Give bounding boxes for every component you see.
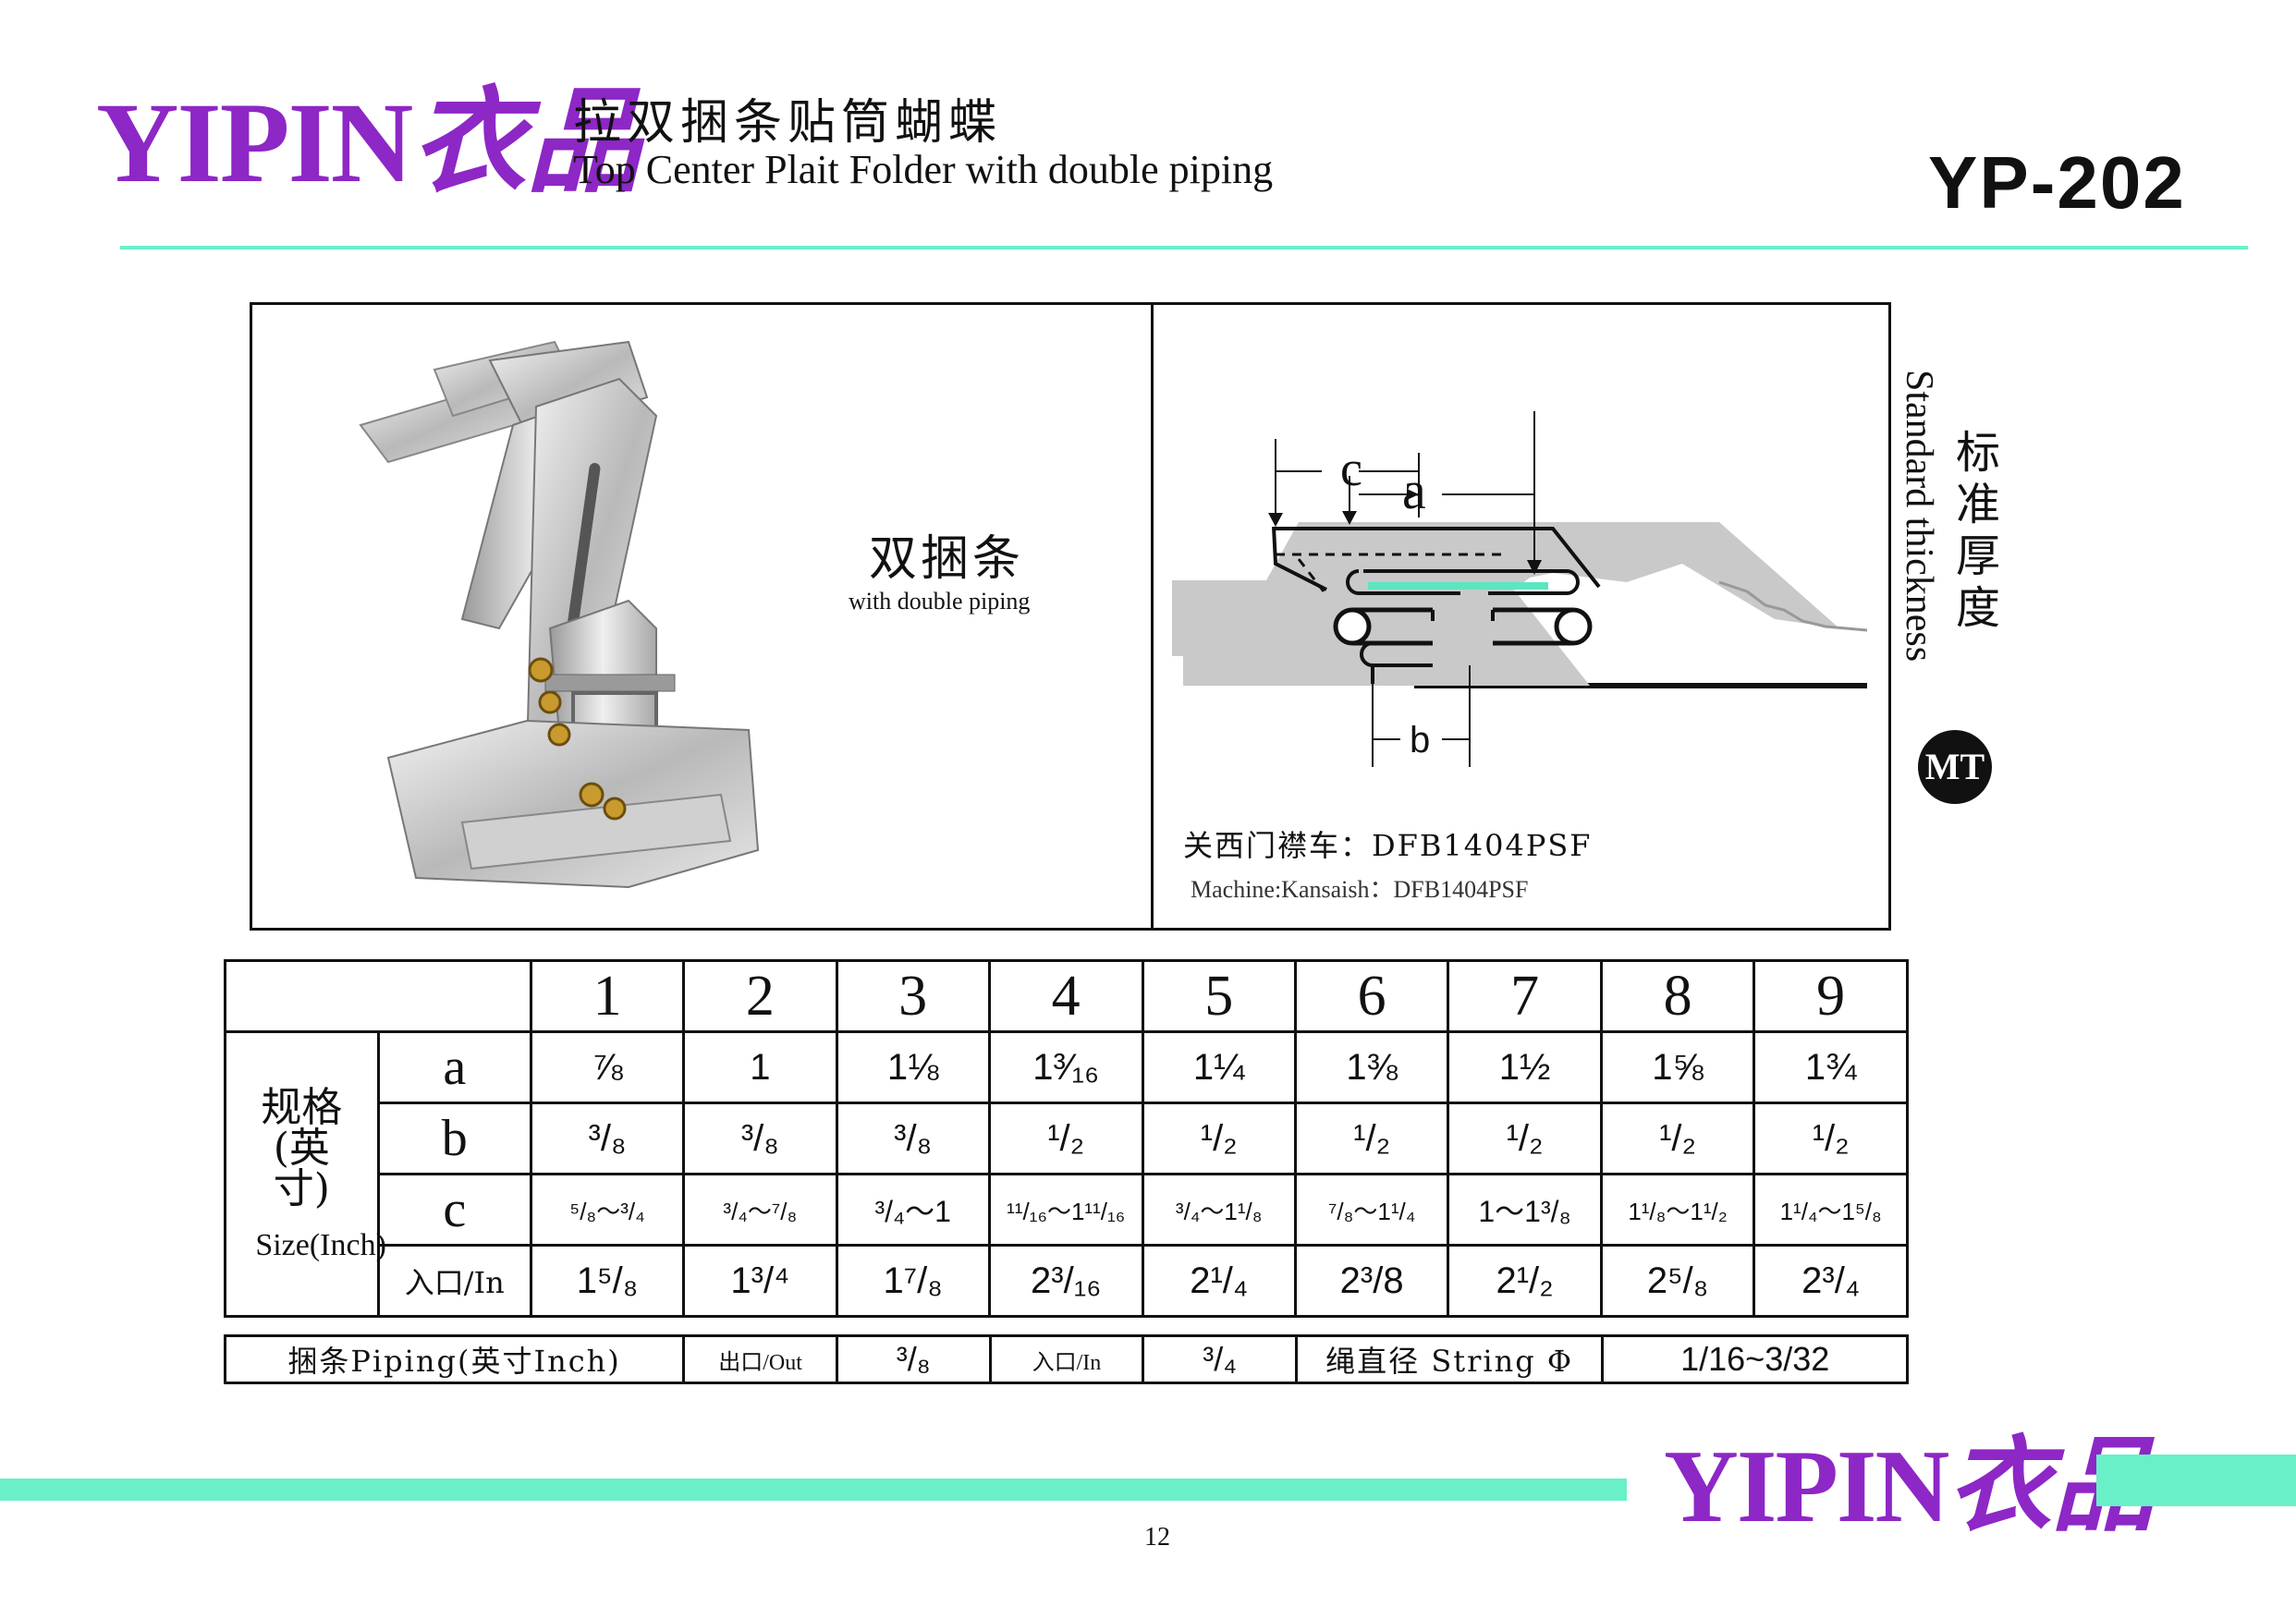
piping-out-label: 出口/Out bbox=[682, 1334, 838, 1384]
footer-logo: YIPIN衣品 bbox=[1664, 1430, 2155, 1544]
row-label: a bbox=[376, 1030, 532, 1104]
piping-label: 捆条Piping(英寸Inch) bbox=[223, 1334, 686, 1384]
spec-cell: ³/₄～1¹/₈ bbox=[1141, 1173, 1297, 1247]
column-header: 8 bbox=[1599, 959, 1756, 1033]
string-diameter-label: 绳直径 String Φ bbox=[1294, 1334, 1605, 1384]
spec-cell: 1¼ bbox=[1141, 1030, 1297, 1104]
spec-cell: 1³/⁴ bbox=[682, 1244, 838, 1318]
brand-cn: 衣品 bbox=[411, 75, 641, 209]
spec-row-b: b ³/₈ ³/₈ ³/₈ ¹/₂ ¹/₂ ¹/₂ ¹/₂ ¹/₂ ¹/₂ bbox=[226, 1102, 1909, 1175]
spec-cell: 1⅜ bbox=[1293, 1030, 1450, 1104]
column-header: 5 bbox=[1141, 959, 1297, 1033]
spec-cell: ¹/₂ bbox=[1141, 1102, 1297, 1175]
spec-cell: 1～1³/₈ bbox=[1447, 1173, 1603, 1247]
panel-divider bbox=[1151, 302, 1154, 928]
piping-out-value: ³/₈ bbox=[835, 1334, 992, 1384]
spec-cell: 1⅛ bbox=[835, 1030, 991, 1104]
column-header: 1 bbox=[529, 959, 686, 1033]
spec-table: 1 2 3 4 5 6 7 8 9 规格(英寸) Size(Inch) a ⅞ … bbox=[224, 959, 1909, 1318]
spec-cell: ³/₈ bbox=[835, 1102, 991, 1175]
product-title-en: Top Center Plait Folder with double pipi… bbox=[573, 147, 1274, 192]
spec-row-a: 规格(英寸) Size(Inch) a ⅞ 1 1⅛ 1³⁄₁₆ 1¼ 1⅜ 1… bbox=[224, 1030, 1909, 1318]
spec-corner-cell bbox=[224, 959, 532, 1033]
piping-row: 捆条Piping(英寸Inch) 出口/Out ³/₈ 入口/In ³/₄ 绳直… bbox=[223, 1334, 1909, 1384]
machine-model-en: Machine:Kansaish：DFB1404PSF bbox=[1191, 876, 1529, 903]
spec-cell: 2³/₄ bbox=[1753, 1244, 1909, 1318]
spec-cell: ³/₈ bbox=[682, 1102, 838, 1175]
spec-cell: 1⁵/₈ bbox=[529, 1244, 686, 1318]
row-label: 入口/In bbox=[376, 1244, 532, 1318]
spec-cell: ⁷/₈～1¹/₄ bbox=[1293, 1173, 1450, 1247]
spec-cell: 1 bbox=[682, 1030, 838, 1104]
spec-cell: 2³/8 bbox=[1293, 1244, 1450, 1318]
spec-cell: ¹/₂ bbox=[1599, 1102, 1756, 1175]
piping-in-label: 入口/In bbox=[988, 1334, 1145, 1384]
spec-cell: 1⅝ bbox=[1599, 1030, 1756, 1104]
footer-divider-left bbox=[0, 1479, 1627, 1501]
spec-cell: ¹/₂ bbox=[987, 1102, 1144, 1175]
thickness-badge: MT bbox=[1918, 730, 1992, 804]
spec-cell: 2¹/₂ bbox=[1447, 1244, 1603, 1318]
piping-label-cn: 双捆条 bbox=[869, 531, 1025, 587]
spec-cell: 2¹/₄ bbox=[1141, 1244, 1297, 1318]
product-title-cn: 拉双捆条贴筒蝴蝶 bbox=[573, 95, 1003, 151]
spec-cell: 1½ bbox=[1447, 1030, 1603, 1104]
spec-cell: 1¾ bbox=[1753, 1030, 1909, 1104]
column-header: 3 bbox=[835, 959, 991, 1033]
product-panel bbox=[250, 302, 1891, 931]
spec-cell: 1³⁄₁₆ bbox=[987, 1030, 1144, 1104]
size-label-en: Size(Inch) bbox=[255, 1227, 386, 1262]
column-header: 2 bbox=[682, 959, 838, 1033]
header-logo: YIPIN衣品 bbox=[96, 78, 641, 208]
piping-in-value: ³/₄ bbox=[1142, 1334, 1298, 1384]
diagram-label-c: c bbox=[1340, 441, 1362, 496]
header-divider bbox=[120, 246, 2248, 250]
spec-cell: 2⁵/₈ bbox=[1599, 1244, 1756, 1318]
spec-cell: ¹¹/₁₆～1¹¹/₁₆ bbox=[987, 1173, 1144, 1247]
thickness-label-en: Standard thickness bbox=[1898, 370, 1940, 663]
diagram-label-b: b bbox=[1410, 720, 1430, 761]
piping-label-en: with double piping bbox=[849, 588, 1031, 615]
spec-cell: ¹/₂ bbox=[1447, 1102, 1603, 1175]
row-label: b bbox=[376, 1102, 532, 1175]
column-header: 7 bbox=[1447, 959, 1603, 1033]
spec-header-row: 1 2 3 4 5 6 7 8 9 bbox=[224, 959, 1909, 1033]
spec-cell: 1⁷/₈ bbox=[835, 1244, 991, 1318]
spec-cell: ³/₈ bbox=[529, 1102, 686, 1175]
string-diameter-value: 1/16~3/32 bbox=[1601, 1334, 1909, 1384]
thickness-label-cn: 标准厚度 bbox=[1955, 427, 2000, 634]
spec-cell: ³/₄～⁷/₈ bbox=[682, 1173, 838, 1247]
brand-latin: YIPIN bbox=[96, 79, 413, 206]
spec-cell: 2³/₁₆ bbox=[987, 1244, 1144, 1318]
folder-product-image bbox=[359, 340, 760, 889]
model-code: YP-202 bbox=[1928, 141, 2186, 224]
page-number: 12 bbox=[1144, 1523, 1170, 1552]
spec-row-in: 入口/In 1⁵/₈ 1³/⁴ 1⁷/₈ 2³/₁₆ 2¹/₄ 2³/8 2¹/… bbox=[226, 1244, 1909, 1318]
column-header: 6 bbox=[1293, 959, 1450, 1033]
footer-divider-right bbox=[2096, 1455, 2296, 1506]
fold-diagram: c a b bbox=[1172, 411, 1868, 767]
column-header: 4 bbox=[987, 959, 1144, 1033]
spec-cell: 1¹/₄～1⁵/₈ bbox=[1753, 1173, 1909, 1247]
size-unit-cell: 规格(英寸) Size(Inch) bbox=[224, 1030, 386, 1318]
spec-row-c: c ⁵/₈～³/₄ ³/₄～⁷/₈ ³/₄～1 ¹¹/₁₆～1¹¹/₁₆ ³/₄… bbox=[226, 1173, 1909, 1247]
column-header: 9 bbox=[1753, 959, 1909, 1033]
machine-model-cn: 关西门襟车：DFB1404PSF bbox=[1183, 828, 1593, 863]
size-label-cn: 规格(英寸) bbox=[261, 1083, 343, 1212]
footer-brand-latin: YIPIN bbox=[1664, 1430, 1949, 1544]
spec-cell: ¹/₂ bbox=[1753, 1102, 1909, 1175]
spec-cell: ¹/₂ bbox=[1293, 1102, 1450, 1175]
spec-cell: ⅞ bbox=[529, 1030, 686, 1104]
piping-table: 捆条Piping(英寸Inch) 出口/Out ³/₈ 入口/In ³/₄ 绳直… bbox=[223, 1334, 1909, 1384]
spec-cell: 1¹/₈～1¹/₂ bbox=[1599, 1173, 1756, 1247]
spec-cell: ⁵/₈～³/₄ bbox=[529, 1173, 686, 1247]
diagram-label-a: a bbox=[1402, 460, 1426, 520]
row-label: c bbox=[376, 1173, 532, 1247]
spec-cell: ³/₄～1 bbox=[835, 1173, 991, 1247]
